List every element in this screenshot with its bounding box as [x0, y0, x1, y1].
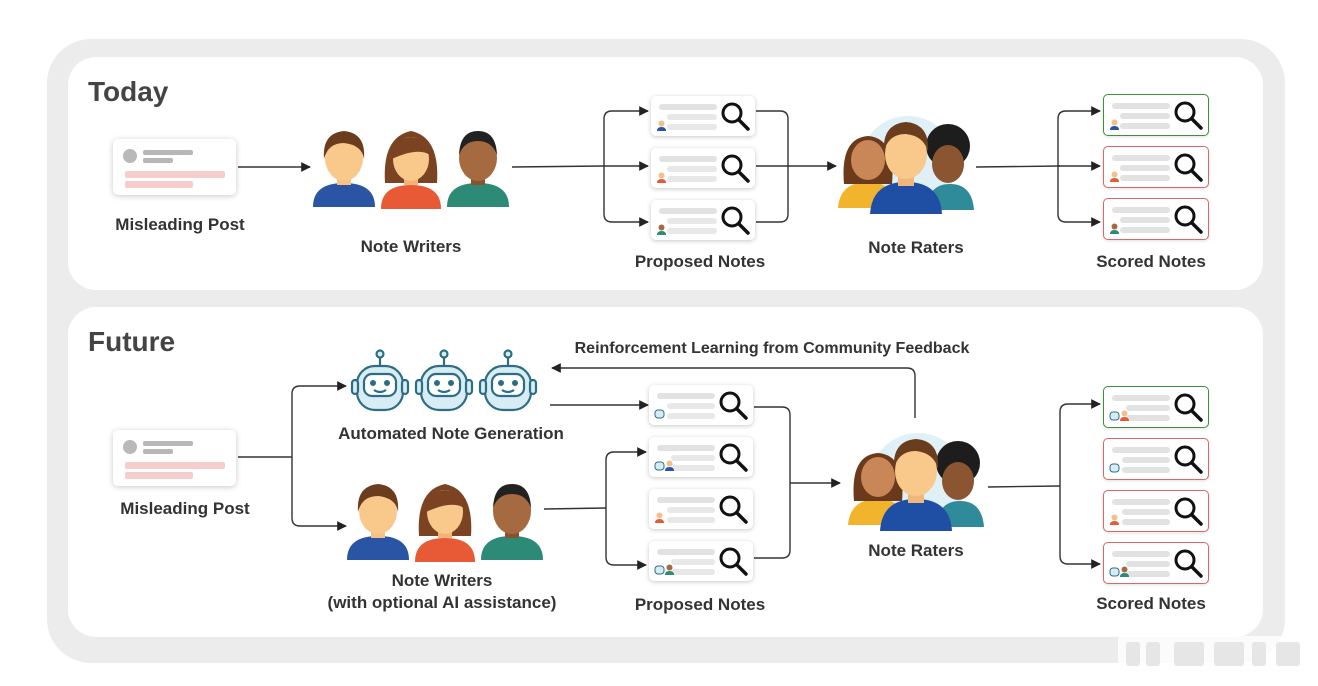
- scored-notes-label: Scored Notes: [1096, 594, 1206, 613]
- robot-avatar-icon: [1109, 463, 1120, 473]
- author-avatar-icon: [655, 512, 664, 523]
- note-writers-label: Note Writers: [360, 237, 462, 256]
- robot-avatar-icon: [654, 409, 665, 419]
- person-icon: [880, 439, 952, 531]
- magnifier-icon: [1174, 393, 1203, 422]
- note-writers-icon: [347, 484, 543, 562]
- magnifier-icon: [1174, 101, 1203, 130]
- proposed-note-card: [649, 489, 753, 529]
- magnifier-icon: [1174, 549, 1203, 578]
- today-title: Today: [88, 76, 169, 107]
- line-raters-to-split-future: [987, 485, 1061, 488]
- magnifier-icon: [719, 547, 748, 576]
- author-avatar-icon: [1120, 566, 1129, 577]
- magnifier-icon: [721, 154, 750, 183]
- proposed-notes-label: Proposed Notes: [634, 595, 766, 614]
- note-raters-label: Note Raters: [868, 238, 964, 257]
- line-writers-to-split: [511, 165, 605, 168]
- misleading-post-card: [113, 139, 236, 195]
- person-icon: [481, 484, 543, 560]
- note-raters-icon: [848, 433, 984, 531]
- robot-icon: [414, 349, 474, 412]
- future-title: Future: [88, 326, 176, 357]
- note-writers-sub-label: (with optional AI assistance): [327, 593, 557, 612]
- misleading-post-card: [113, 430, 236, 486]
- author-avatar-icon: [665, 564, 674, 575]
- person-icon: [870, 122, 942, 214]
- ai-robots-icon: [350, 349, 538, 412]
- author-avatar-icon: [1110, 514, 1119, 525]
- note-writers-icon: [313, 131, 509, 209]
- note-raters-icon: [838, 116, 974, 214]
- scored-note-helpful: [1103, 94, 1209, 136]
- magnifier-icon: [719, 443, 748, 472]
- person-icon: [347, 484, 409, 560]
- automated-generation-label: Automated Note Generation: [338, 424, 564, 443]
- misleading-post-label: Misleading Post: [120, 499, 250, 518]
- person-icon: [381, 131, 441, 209]
- robot-avatar-icon: [1109, 411, 1120, 421]
- author-avatar-icon: [1110, 171, 1119, 182]
- magnifier-icon: [719, 391, 748, 420]
- proposed-notes-label: Proposed Notes: [634, 252, 766, 271]
- person-icon: [415, 484, 475, 562]
- proposed-note-card: [651, 96, 755, 136]
- robot-avatar-icon: [654, 565, 665, 575]
- arrow-split-to-scored-future: [1059, 399, 1101, 569]
- person-icon: [926, 124, 974, 210]
- author-avatar-icon: [1110, 223, 1119, 234]
- line-writers-to-split: [543, 507, 607, 510]
- avatar-dot: [123, 440, 137, 454]
- scored-note-not-helpful: [1103, 438, 1209, 480]
- scored-note-not-helpful: [1103, 146, 1209, 188]
- person-icon: [447, 131, 509, 207]
- magnifier-icon: [721, 206, 750, 235]
- watermark: [1118, 636, 1308, 672]
- proposed-note-card: [651, 200, 755, 240]
- arrow-split-to-robots-and-writers: [291, 381, 347, 531]
- magnifier-icon: [1174, 153, 1203, 182]
- arrow-split-to-proposed-future: [605, 447, 647, 570]
- note-writers-label: Note Writers: [391, 571, 493, 590]
- author-avatar-icon: [1120, 410, 1129, 421]
- magnifier-icon: [1174, 445, 1203, 474]
- line-raters-to-split: [975, 165, 1061, 168]
- author-avatar-icon: [657, 120, 666, 131]
- line-proposed-merge-future: [754, 406, 791, 559]
- author-avatar-icon: [657, 172, 666, 183]
- scored-note-helpful: [1103, 386, 1209, 428]
- robot-icon: [478, 349, 538, 412]
- misleading-post-label: Misleading Post: [115, 215, 245, 234]
- magnifier-icon: [721, 102, 750, 131]
- robot-avatar-icon: [654, 461, 665, 471]
- scored-note-not-helpful: [1103, 490, 1209, 532]
- feedback-loop-label: Reinforcement Learning from Community Fe…: [574, 340, 970, 357]
- magnifier-icon: [1174, 205, 1203, 234]
- scored-note-not-helpful: [1103, 198, 1209, 240]
- author-avatar-icon: [665, 460, 674, 471]
- scored-notes-label: Scored Notes: [1096, 252, 1206, 271]
- robot-avatar-icon: [1109, 567, 1120, 577]
- scored-note-not-helpful: [1103, 542, 1209, 584]
- proposed-note-card: [649, 437, 753, 477]
- robot-icon: [350, 349, 410, 412]
- proposed-note-card: [649, 385, 753, 425]
- note-raters-label: Note Raters: [868, 541, 964, 560]
- author-avatar-icon: [1110, 119, 1119, 130]
- author-avatar-icon: [657, 224, 666, 235]
- feedback-loop-arrow: [551, 363, 916, 418]
- magnifier-icon: [1174, 497, 1203, 526]
- avatar-dot: [123, 149, 137, 163]
- magnifier-icon: [719, 495, 748, 524]
- person-icon: [313, 131, 375, 207]
- proposed-note-card: [651, 148, 755, 188]
- proposed-note-card: [649, 541, 753, 581]
